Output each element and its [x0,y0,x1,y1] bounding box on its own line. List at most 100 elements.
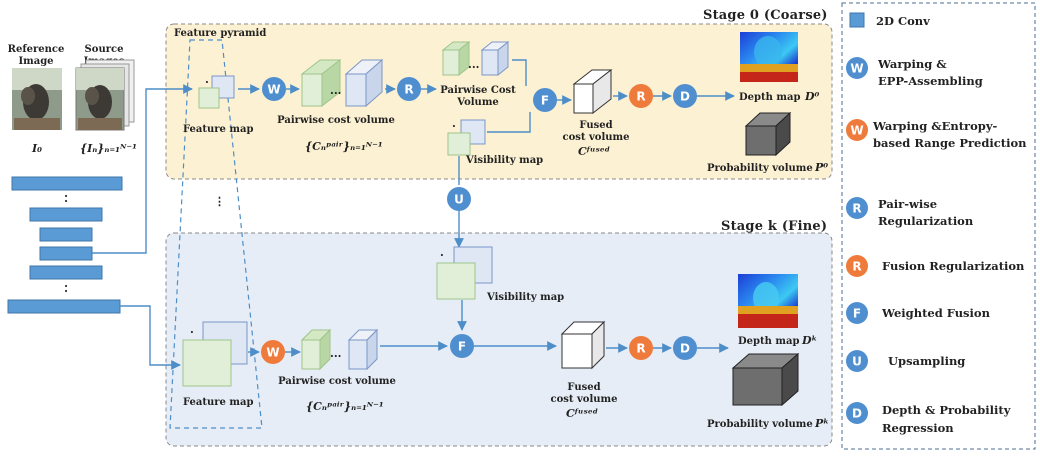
stage0-depth-math: D⁰ [804,90,820,103]
svg-text:R: R [404,83,413,97]
conv-stack: · · · · [7,176,123,314]
svg-text:W: W [267,83,280,97]
stage0-op-f: F [533,88,557,112]
legend-depth-prob-1: Depth & Probability [882,403,1011,417]
ellipsis-dots: · [64,190,68,203]
legend-icon-r-orange: R [846,255,868,277]
stagek-probability-math: Pᵏ [814,417,829,430]
legend-icon-u: U [846,350,868,372]
conv-layer [39,227,93,242]
conv-layer [11,176,123,191]
stage0-fused-math: Cᶠᵘˢᵉᵈ [578,145,610,158]
stage0-depth-map [740,32,798,82]
stage0-pairwise-cubes: ··· [300,58,384,108]
stage0-probability-label: Probability volume [707,163,813,174]
svg-text:U: U [852,355,862,369]
legend-pairwise-reg-2: Regularization [878,214,974,228]
stage0-regularized-cubes: ··· [441,40,510,77]
stagek-visibility-label: Visibility map [486,292,564,303]
svg-text:F: F [541,94,549,108]
svg-text:U: U [454,193,464,207]
stagek-probability-label: Probability volume [707,419,813,430]
stage0-depth-label: Depth map [739,92,800,103]
legend-upsampling: Upsampling [888,354,965,368]
op-u: U [447,187,471,211]
stagek-pairwise-cubes: ··· [300,328,379,371]
legend-warping-epp-2: EPP-Assembling [878,74,983,88]
stagek-depth-map [738,274,798,328]
stagek-fused-label-2: cost volume [551,394,618,405]
source-images [75,59,135,131]
stagek-op-d: D [673,336,697,360]
stage0-fused-label-1: Fused [579,120,612,131]
legend-depth-prob-2: Regression [882,421,954,435]
legend-fusion-reg: Fusion Regularization [882,259,1025,273]
stagek-panel [165,232,833,447]
svg-text:R: R [852,202,861,216]
stage0-pairwise-math: {Cₙᵖᵃⁱʳ}ₙ₌₁ᴺ⁻¹ [305,140,383,153]
stagek-probability-volume [731,352,800,407]
stagek-fused-cube [560,320,606,370]
stage0-visibility-label: Visibility map [465,155,543,166]
reference-image [12,68,62,130]
legend-warping-epp-1: Warping & [877,57,947,71]
reference-image-title-1: Reference [8,44,65,55]
source-images-symbol: {Iₙ}ₙ₌₁ᴺ⁻¹ [80,142,137,155]
arrow-conv-to-stagek [120,305,181,370]
stage0-title: Stage 0 (Coarse) [703,8,828,23]
stagek-depth-math: Dᵏ [801,334,817,347]
stage0-probability-volume [744,111,792,157]
legend-panel [841,2,1036,450]
stagek-title: Stage k (Fine) [721,219,827,234]
legend-icon-f: F [846,302,868,324]
stage0-op-r: R [397,77,421,101]
conv-layer [29,265,103,280]
svg-text:R: R [852,260,861,274]
conv-layer [29,207,103,222]
svg-text:W: W [266,346,279,360]
svg-text:R: R [636,90,645,104]
ellipsis-dots: ··· [330,350,342,363]
arrow-conv-to-stage0 [92,84,193,254]
stagek-feature-map: · [182,321,248,387]
ellipsis-dots: ··· [330,87,342,100]
legend-icon-d: D [846,402,868,424]
conv-layer [7,299,121,314]
svg-text:D: D [852,407,862,421]
stagek-feature-map-label: Feature map [183,397,253,408]
stagek-pairwise-math: {Cₙᵖᵃⁱʳ}ₙ₌₁ᴺ⁻¹ [306,400,384,413]
svg-text:F: F [458,340,466,354]
stage0-feature-map: · [198,75,235,109]
legend-icon-w-blue: W [846,57,868,79]
svg-text:D: D [680,342,690,356]
arrow [487,112,531,133]
legend-conv-label: 2D Conv [876,14,930,28]
stage0-pairwise-cost-volume-label-2: Volume [456,97,499,108]
stagek-op-f: F [450,334,474,358]
ellipsis-dots: · [205,76,209,89]
stage0-feature-map-label: Feature map [183,124,253,135]
stage0-op-d: D [673,84,697,108]
svg-text:W: W [850,62,863,76]
legend-warping-entropy-1: Warping &Entropy- [872,119,998,133]
feature-pyramid-label: Feature pyramid [174,28,266,39]
stage0-fused-label-2: cost volume [563,132,630,143]
legend-warping-entropy-2: based Range Prediction [873,136,1027,150]
legend-icon-w-orange: W [846,119,868,141]
stage0-visibility-map: · [447,119,486,156]
conv-layer [39,246,93,261]
stage0-probability-math: P⁰ [814,161,828,174]
ellipsis-dots: · [452,120,456,133]
arrow [512,59,527,86]
legend-icon-r-blue: R [846,197,868,219]
ellipsis-dots: · [440,249,444,262]
ellipsis-dots: · [64,285,68,298]
ellipsis-dots: · [64,195,68,208]
stagek-visibility-map: · [436,246,493,300]
ellipsis-dots: ··· [468,61,480,74]
ellipsis-dots: · [190,326,194,339]
feature-pyramid-outline [169,39,263,429]
stagek-fused-label-1: Fused [567,382,600,393]
